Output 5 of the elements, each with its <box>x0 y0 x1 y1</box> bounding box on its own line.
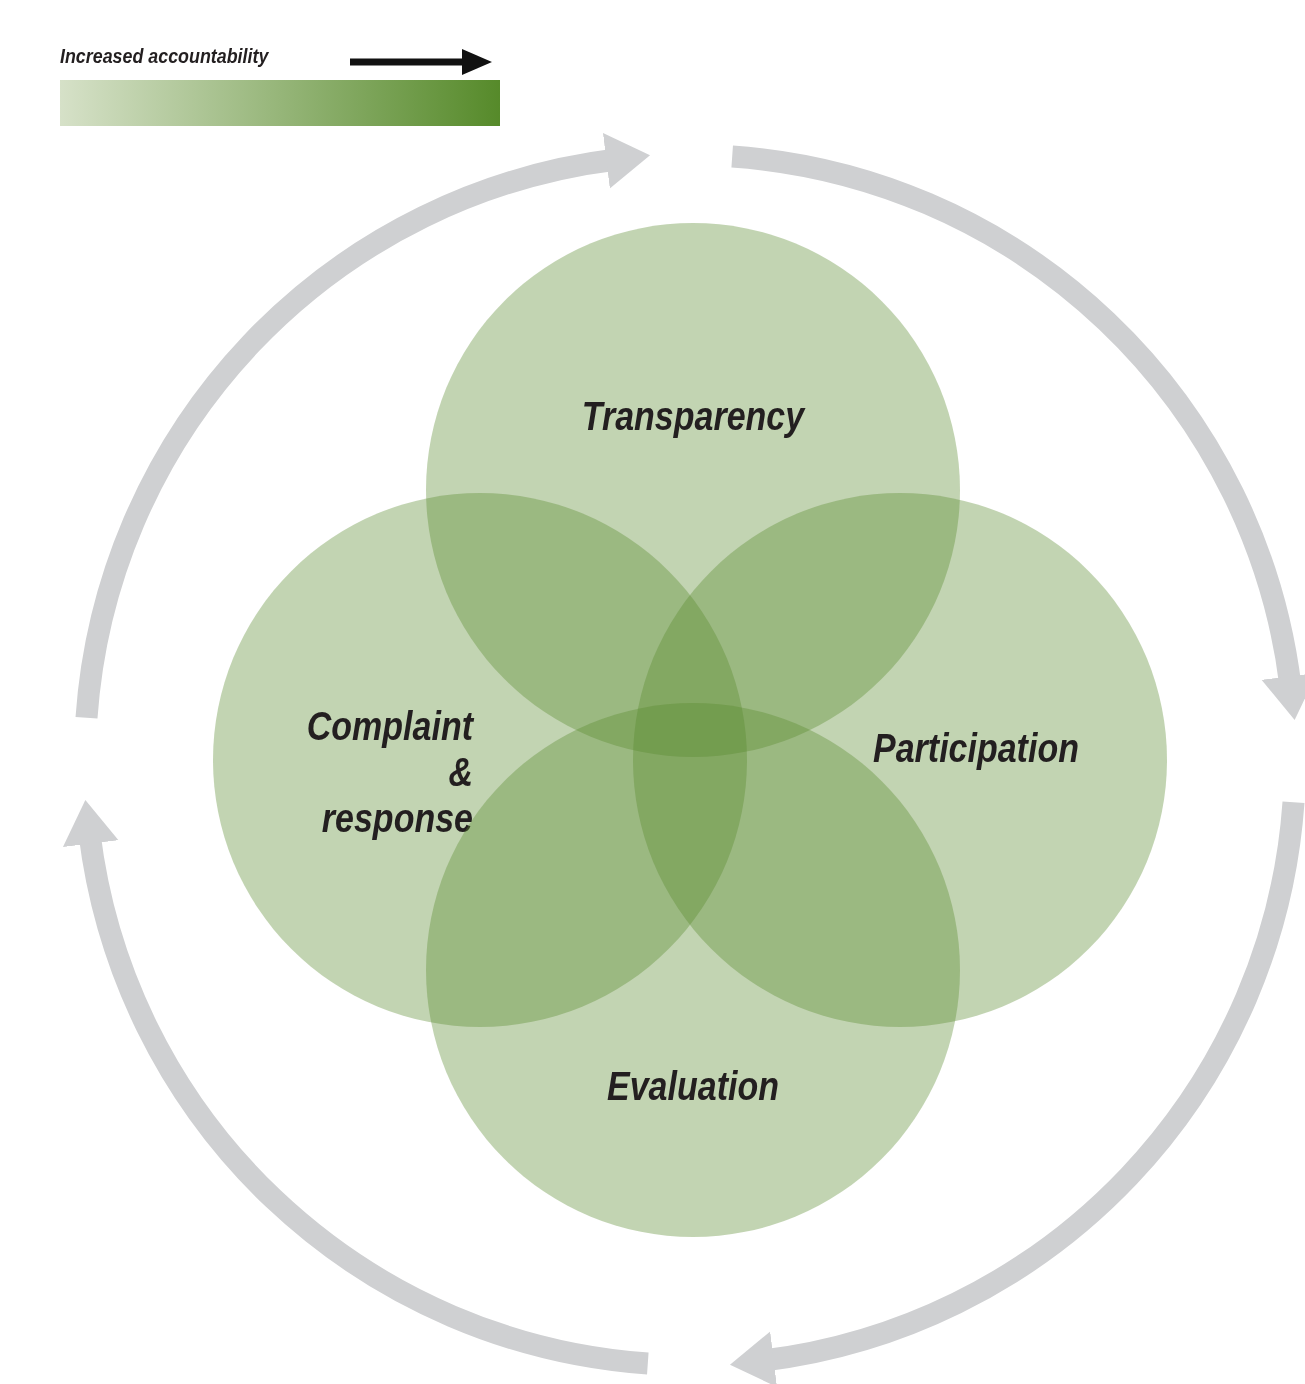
circle-label: Transparency <box>580 393 807 439</box>
circle-label: Participation <box>873 725 1079 771</box>
circle-label: Complaint & response <box>305 703 473 841</box>
circle-label: Evaluation <box>606 1063 780 1109</box>
scale-label: Increased accountability <box>60 44 269 68</box>
